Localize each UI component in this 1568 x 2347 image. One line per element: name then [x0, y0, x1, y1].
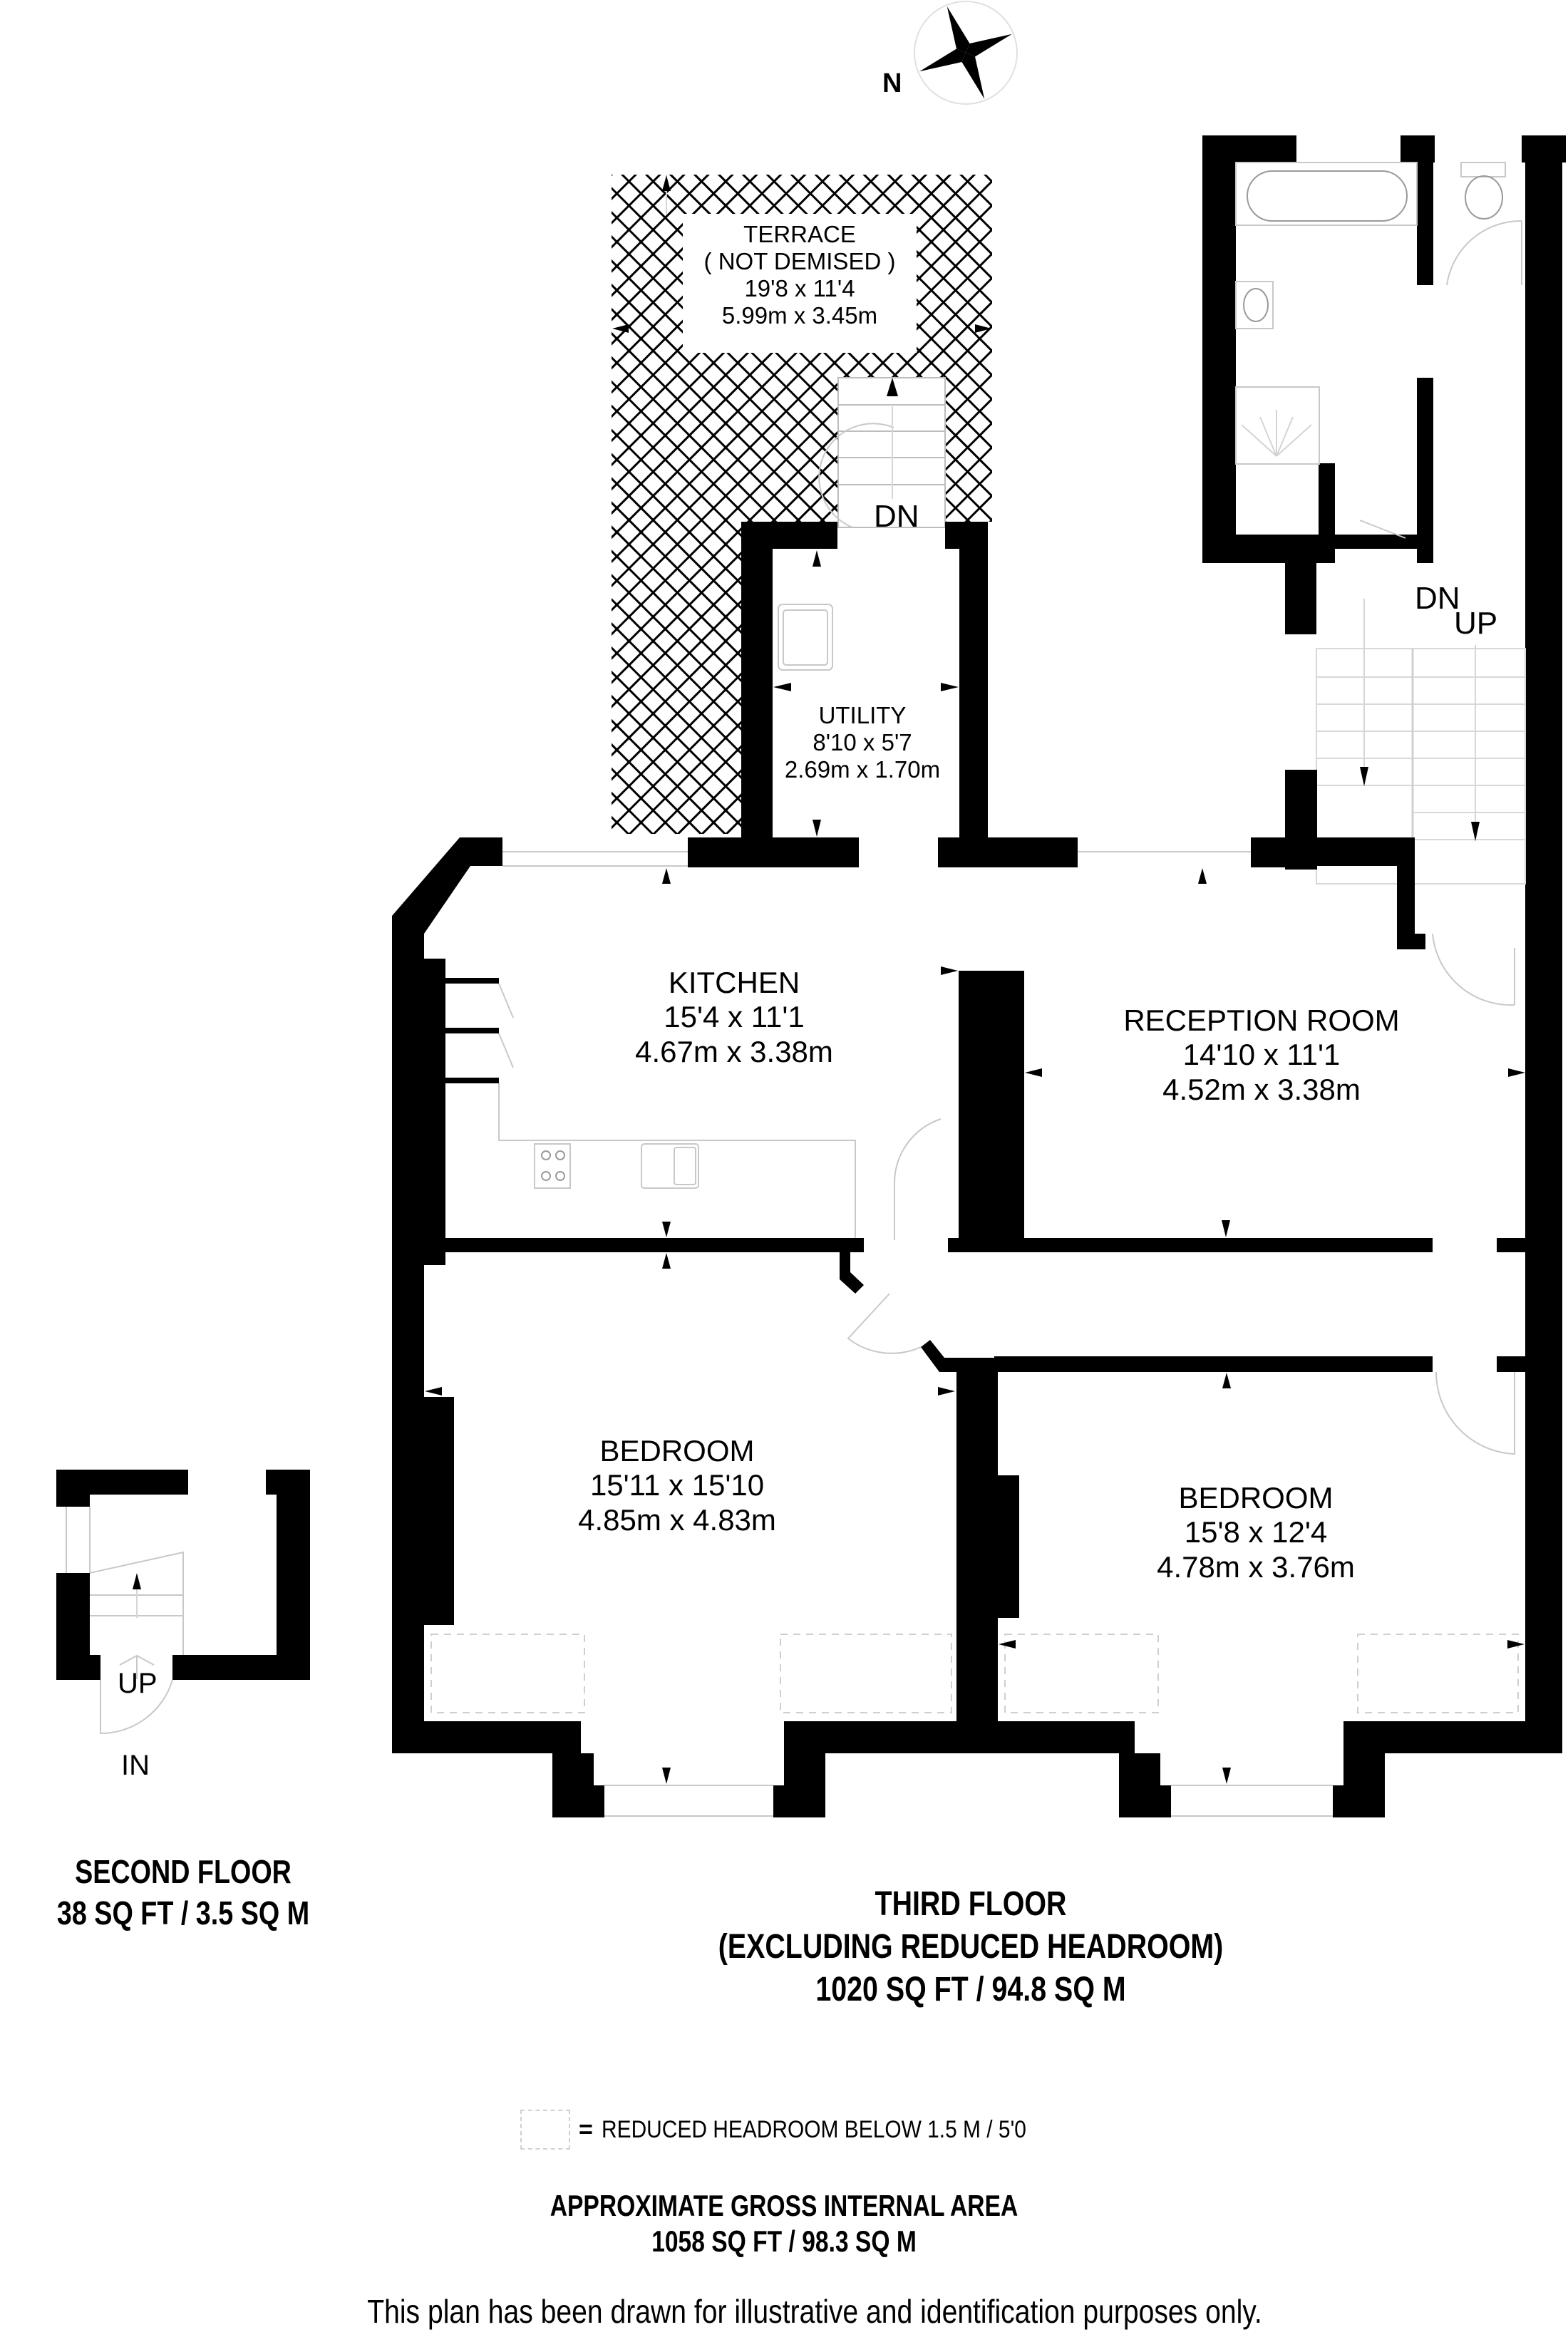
legend-text: REDUCED HEADROOM BELOW 1.5 M / 5'0: [601, 2115, 1026, 2143]
gia-title: APPROXIMATE GROSS INTERNAL AREA: [550, 2189, 1018, 2222]
terrace-stair-dn-label: DN: [874, 499, 919, 534]
kitchen-label: KITCHEN 15'4 x 11'1 4.67m x 3.38m: [635, 966, 833, 1069]
room-name: TERRACE: [743, 221, 856, 247]
room-dimensions-metric: 2.69m x 1.70m: [784, 755, 941, 783]
main-stair-dn-label: DN: [1415, 581, 1460, 616]
bathroom-block: [1202, 135, 1566, 1468]
room-dimensions-metric: 4.78m x 3.76m: [1157, 1549, 1355, 1584]
floor-subtitle: (EXCLUDING REDUCED HEADROOM): [718, 1928, 1224, 1966]
third-floor-caption: THIRD FLOOR (EXCLUDING REDUCED HEADROOM)…: [718, 1883, 1223, 2011]
bedroom-1-label: BEDROOM 15'11 x 15'10 4.85m x 4.83m: [578, 1434, 776, 1537]
room-dimensions-imperial: 14'10 x 11'1: [1182, 1038, 1341, 1072]
room-dimensions-imperial: 8'10 x 5'7: [813, 728, 912, 755]
second-floor-caption: SECOND FLOOR 38 SQ FT / 3.5 SQ M: [57, 1852, 309, 1934]
gia-value: 1058 SQ FT / 98.3 SQ M: [651, 2224, 917, 2259]
main-stair-up-label: UP: [1454, 606, 1498, 641]
second-floor-in-label: IN: [121, 1750, 150, 1781]
room-dimensions-metric: 4.67m x 3.38m: [635, 1034, 833, 1068]
room-name: BEDROOM: [599, 1434, 755, 1467]
main-walls: [392, 837, 1562, 1817]
reduced-headroom-swatch: [520, 2110, 570, 2150]
compass-rose-icon: [914, 1, 1018, 105]
room-name: KITCHEN: [668, 966, 800, 999]
main-staircase: [1251, 599, 1526, 949]
room-dimensions-imperial: 15'8 x 12'4: [1184, 1515, 1328, 1549]
room-dimensions-metric: 5.99m x 3.45m: [721, 301, 878, 329]
disclaimer-text: This plan has been drawn for illustrativ…: [367, 2293, 1262, 2330]
floor-area: 1020 SQ FT / 94.8 SQ M: [815, 1971, 1126, 2008]
floor-title: SECOND FLOOR: [75, 1853, 292, 1890]
reduced-headroom-legend: = REDUCED HEADROOM BELOW 1.5 M / 5'0: [520, 2110, 1084, 2150]
legend-equals: =: [579, 2115, 593, 2143]
utility-label: UTILITY 8'10 x 5'7 2.69m x 1.70m: [785, 702, 940, 783]
room-dimensions-metric: 4.85m x 4.83m: [578, 1502, 776, 1537]
terrace-label: TERRACE ( NOT DEMISED ) 19'8 x 11'4 5.99…: [704, 221, 896, 329]
room-name: RECEPTION ROOM: [1123, 1004, 1400, 1037]
floor-title: THIRD FLOOR: [875, 1885, 1067, 1923]
second-floor-plan: [56, 1470, 310, 1735]
compass-north-label: N: [882, 68, 902, 98]
floor-area: 38 SQ FT / 3.5 SQ M: [56, 1894, 310, 1931]
terrace-area: [612, 175, 992, 834]
utility-walls: [688, 522, 1078, 867]
room-name: BEDROOM: [1178, 1481, 1334, 1515]
room-dimensions-imperial: 15'11 x 15'10: [589, 1468, 765, 1502]
room-note: ( NOT DEMISED ): [703, 247, 896, 274]
room-dimensions-metric: 4.52m x 3.38m: [1162, 1072, 1361, 1106]
reception-room-label: RECEPTION ROOM 14'10 x 11'1 4.52m x 3.38…: [1123, 1004, 1399, 1107]
room-name: UTILITY: [818, 702, 907, 728]
second-floor-up-label: UP: [118, 1668, 158, 1699]
room-dimensions-imperial: 15'4 x 11'1: [664, 1000, 805, 1034]
room-dimensions-imperial: 19'8 x 11'4: [744, 274, 855, 301]
bedroom-2-label: BEDROOM 15'8 x 12'4 4.78m x 3.76m: [1157, 1481, 1355, 1584]
gross-internal-area: APPROXIMATE GROSS INTERNAL AREA 1058 SQ …: [550, 2188, 1018, 2260]
